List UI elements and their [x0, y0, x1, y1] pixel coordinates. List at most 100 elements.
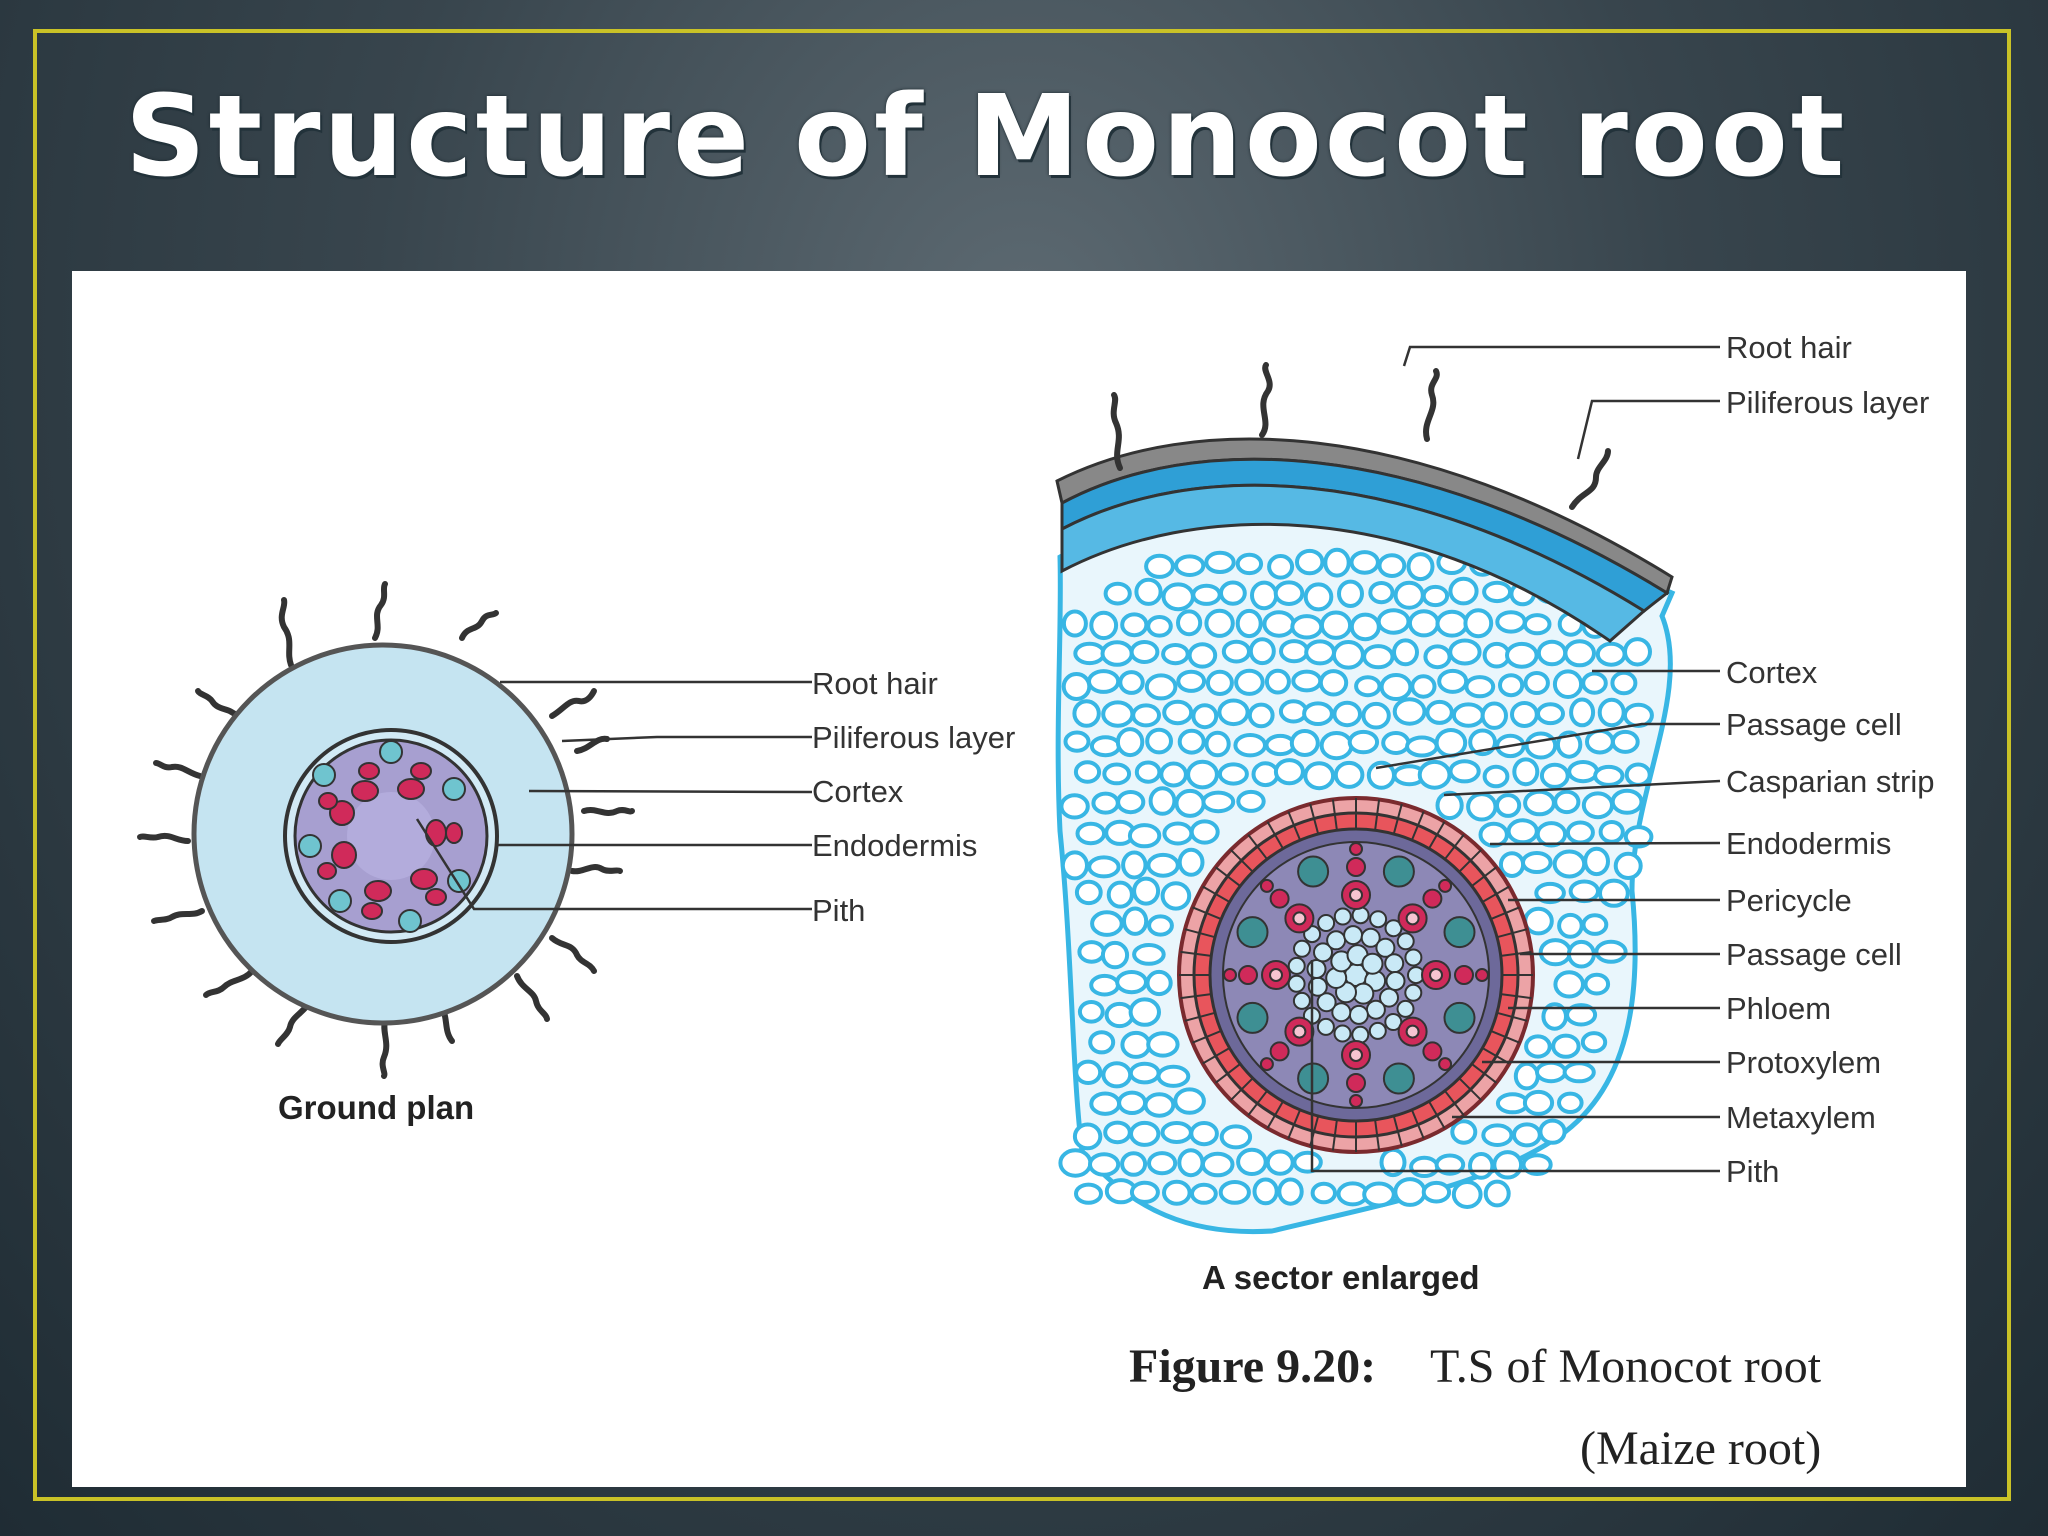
cortex-cell — [1088, 1030, 1116, 1055]
cortex-cell — [1553, 970, 1585, 999]
endodermis-cell-wall — [1287, 1109, 1302, 1139]
cortex-cell — [1598, 820, 1625, 844]
sec-label-endodermis: Endodermis — [1726, 826, 1891, 861]
cortex-cell — [1303, 582, 1334, 612]
endodermis-cell-wall — [1500, 993, 1532, 1000]
cortex-cell — [1190, 1182, 1218, 1205]
cortex-cell — [1610, 729, 1640, 754]
cortex-cell — [1061, 672, 1092, 701]
endodermis-cell-wall — [1471, 866, 1498, 887]
phloem-patch — [1382, 855, 1415, 888]
cortex-cell — [1506, 818, 1539, 845]
pith-cell — [1293, 939, 1311, 958]
protoxylem-vessel — [1422, 888, 1443, 909]
endodermis-cell-wall — [1471, 1063, 1498, 1084]
cortex-cell — [1565, 1003, 1598, 1027]
cortex-cell — [1177, 847, 1205, 877]
protoxylem-vessel — [1346, 857, 1366, 877]
endodermis-cell-wall — [1202, 885, 1231, 903]
cortex-cell — [1405, 735, 1439, 758]
endodermis-cell-wall — [1247, 833, 1268, 860]
cortex-cell — [1581, 791, 1615, 820]
cortex-cell — [1277, 1177, 1304, 1206]
pith-cell — [1361, 952, 1384, 975]
cortex-cell — [1535, 821, 1568, 848]
cortex-cell — [1204, 608, 1235, 638]
cortex-cell — [1144, 553, 1175, 579]
cortex-cell — [1381, 731, 1411, 755]
endodermis-cell-wall — [1184, 928, 1216, 939]
cortex-cell — [1368, 581, 1395, 605]
cortex-cell — [1267, 554, 1295, 580]
cortex-cell — [1161, 582, 1195, 612]
cortex-cell — [1323, 547, 1351, 578]
cortex-cell — [1219, 580, 1247, 606]
figure-caption: Figure 9.20: T.S of Monocot root (Maize … — [1129, 1340, 1822, 1475]
endodermis-cell-wall — [1202, 1047, 1231, 1065]
cortex-cell — [1077, 1000, 1105, 1024]
cortex-cell — [1521, 851, 1553, 874]
cortex-cell — [1074, 1182, 1103, 1205]
pith-cell — [1313, 942, 1333, 963]
cortex-cell — [1144, 673, 1178, 701]
cortex-cell — [1319, 731, 1354, 761]
pith-cell — [1404, 948, 1423, 967]
cortex-cell — [1248, 637, 1276, 666]
cortex-cell — [1204, 730, 1231, 758]
endodermis-cell-wall — [1309, 803, 1320, 835]
cortex-cell — [1523, 789, 1556, 817]
cortex-cell — [1522, 613, 1552, 636]
cortex-cell — [1448, 576, 1479, 606]
cortex-cell — [1435, 790, 1464, 821]
cortex-cell — [1581, 913, 1609, 936]
protoxylem-vessel — [1223, 968, 1237, 982]
protoxylem-vessel — [1269, 1041, 1290, 1062]
cortex-cell — [1569, 697, 1596, 728]
protoxylem-vessel — [1349, 842, 1363, 856]
cortex-cell — [1610, 788, 1644, 815]
pith-cell — [1360, 927, 1381, 948]
protoxylem-vessel — [1269, 888, 1290, 909]
cortex-cell — [1557, 912, 1584, 939]
cortex-cell — [1234, 668, 1265, 696]
cortex-cell — [1482, 580, 1513, 604]
cortex-cell — [1349, 550, 1380, 575]
cortex-cell — [1451, 1180, 1483, 1209]
sec-label-metaxylem: Metaxylem — [1726, 1100, 1876, 1135]
sector-endodermis-cells — [1179, 798, 1533, 1152]
cortex-cell — [1132, 876, 1161, 906]
cortex-cell — [1143, 1092, 1176, 1118]
cortex-cell — [1562, 1061, 1596, 1084]
cortex-cell — [1128, 1061, 1161, 1085]
cortex-cell — [1077, 940, 1106, 964]
cortex-cell — [1463, 608, 1494, 639]
cortex-cell — [1162, 699, 1194, 726]
endodermis-cell-wall — [1230, 1077, 1254, 1101]
cortex-cell — [1310, 1181, 1338, 1205]
cortex-cell — [1089, 1091, 1122, 1116]
pith-cell — [1396, 999, 1415, 1018]
ground-plan-pith — [347, 792, 435, 880]
cortex-cell — [1536, 702, 1565, 726]
cortex-cell — [1407, 609, 1440, 638]
metaxylem-lumen — [1292, 1024, 1307, 1039]
root-hair-6 — [581, 807, 635, 816]
sector-cortex-cells — [1058, 547, 1654, 1209]
root-hair-7 — [569, 864, 623, 875]
cortex-cell — [1435, 609, 1469, 638]
cortex-cell — [1421, 584, 1450, 608]
cortex-cell — [1319, 610, 1353, 640]
cortex-cell — [1087, 669, 1121, 694]
cortex-cell — [1534, 881, 1566, 905]
cortex-cell — [1536, 639, 1568, 667]
sec-label-protoxylem: Protoxylem — [1726, 1045, 1881, 1080]
endodermis-cell-wall — [1266, 821, 1284, 850]
metaxylem-lumen — [1429, 968, 1443, 982]
cortex-cell — [1555, 730, 1583, 759]
pith-cell — [1396, 932, 1415, 951]
cortex-cell — [1513, 1061, 1540, 1091]
cortex-cell — [1103, 581, 1132, 606]
slide-frame — [33, 29, 2011, 1501]
cortex-cell — [1091, 791, 1120, 815]
root-hair-17 — [195, 688, 240, 719]
